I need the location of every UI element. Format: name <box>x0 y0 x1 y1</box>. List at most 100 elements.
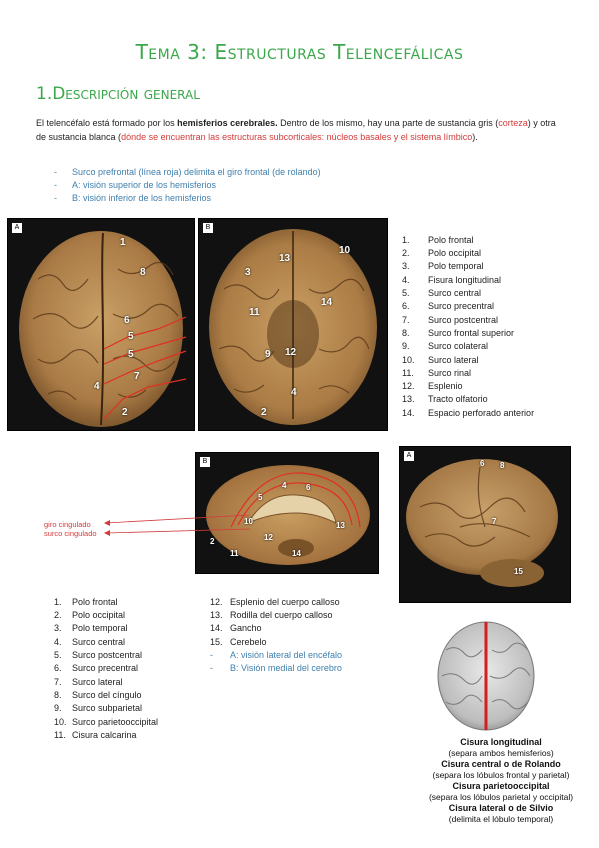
bullet-dash: - <box>54 180 57 190</box>
marker: 4 <box>282 481 287 490</box>
intro-text: Dentro de los mismo, hay una parte de su… <box>277 118 499 128</box>
list-number: 3. <box>402 261 410 271</box>
marker: 11 <box>249 307 260 318</box>
list-item: Polo temporal <box>72 623 128 633</box>
panel-label: A <box>12 223 22 233</box>
caption-subtitle: (separa los lóbulos parietal y occipital… <box>428 792 574 802</box>
marker: 6 <box>480 459 485 468</box>
bullet-item: B: visión inferior de los hemisferios <box>72 193 212 203</box>
brain-inferior-photo: B 13 10 3 11 14 12 9 4 2 <box>198 218 388 431</box>
page-title: Tema 3: Estructuras Telencefálicas <box>135 40 464 64</box>
brain-superior-image <box>19 231 187 427</box>
marker: 4 <box>291 387 297 398</box>
marker: 5 <box>128 331 134 342</box>
list-item: Surco postcentral <box>72 650 143 660</box>
panel-label: B <box>200 457 210 467</box>
list-item: Esplenio <box>428 381 463 391</box>
list-item: Surco parietooccipital <box>72 717 159 727</box>
marker: 4 <box>94 381 100 392</box>
list-number: 11. <box>54 730 66 740</box>
bullet-dash: - <box>54 167 57 177</box>
section-heading: 1.Descripción general <box>36 84 200 104</box>
intro-text: El telencéfalo está formado por los <box>36 118 178 128</box>
list-number: 7. <box>54 677 62 687</box>
list-item: Surco postcentral <box>428 315 499 325</box>
list-number: 13. <box>402 394 415 404</box>
marker: 2 <box>261 407 267 418</box>
caption-title: Cisura parietooccipital <box>452 781 550 791</box>
list-item: Surco precentral <box>72 663 139 673</box>
list-item: Surco subparietal <box>72 703 143 713</box>
list-bullet: B: Visión medial del cerebro <box>230 663 342 673</box>
marker: 15 <box>514 567 523 576</box>
bullet-dash: - <box>54 193 57 203</box>
marker: 12 <box>264 533 273 542</box>
list-item: Surco colateral <box>428 341 489 351</box>
list-item: Surco frontal superior <box>428 328 515 338</box>
panel-label: B <box>203 223 213 233</box>
marker: 6 <box>124 315 130 326</box>
list-number: 9. <box>54 703 62 713</box>
caption-title: Cisura central o de Rolando <box>441 759 561 769</box>
brain-superior-photo: A 1 8 6 5 5 7 4 2 <box>7 218 195 431</box>
marker: 5 <box>258 493 263 502</box>
marker: 12 <box>285 347 297 358</box>
list-number: 5. <box>402 288 410 298</box>
list-item: Surco lateral <box>72 677 123 687</box>
list-number: 3. <box>54 623 62 633</box>
marker: 7 <box>134 371 140 382</box>
annotation-giro: giro cingulado <box>44 520 91 529</box>
list-number: 9. <box>402 341 410 351</box>
marker: 7 <box>492 517 497 526</box>
list-number: 14. <box>402 408 415 418</box>
intro-text: ). <box>472 131 478 142</box>
list-item: Surco lateral <box>428 355 479 365</box>
list-number: 6. <box>54 663 62 673</box>
brain-lateral-photo: A 6 8 7 15 <box>399 446 571 603</box>
list-item: Polo frontal <box>72 597 118 607</box>
list-item: Surco del cíngulo <box>72 690 142 700</box>
caption-block: Cisura longitudinal (separa ambos hemisf… <box>412 737 590 825</box>
intro-text: ) y otra de sustancia blanca ( <box>36 118 556 142</box>
list-item: Polo frontal <box>428 235 474 245</box>
brain-top-image <box>437 621 535 731</box>
annotation-arrows <box>104 514 251 536</box>
list-number: 8. <box>402 328 410 338</box>
list-item: Surco rinal <box>428 368 472 378</box>
marker: 3 <box>245 267 251 278</box>
intro-highlight: dónde se encuentran las estructuras subc… <box>121 131 473 142</box>
brain-inferior-image <box>209 229 377 425</box>
marker: 1 <box>120 237 126 248</box>
list-item: Gancho <box>230 623 262 633</box>
caption-subtitle: (separa ambos hemisferios) <box>448 748 554 758</box>
brain-medial-photo: B 13 12 10 11 2 14 5 4 6 <box>195 452 379 574</box>
list-item: Polo occipital <box>428 248 482 258</box>
list-item: Esplenio del cuerpo calloso <box>230 597 340 607</box>
list-number: 10. <box>54 717 67 727</box>
list-number: 10. <box>402 355 415 365</box>
list-item: Fisura longitudinal <box>428 275 502 285</box>
intro-paragraph: El telencéfalo está formado por los hemi… <box>36 117 566 144</box>
brain-lateral-image <box>406 459 558 587</box>
list-number: 4. <box>402 275 410 285</box>
list-number: 12. <box>402 381 415 391</box>
brain-top-illustration <box>426 620 546 732</box>
list-number: 1. <box>54 597 62 607</box>
marker: 13 <box>336 521 345 530</box>
list-number: 14. <box>210 623 223 633</box>
marker: 9 <box>265 349 271 360</box>
list-bullet: A: visión lateral del encéfalo <box>230 650 343 660</box>
list-item: Polo temporal <box>428 261 484 271</box>
brain-medial-image <box>206 465 370 565</box>
list-number: 1. <box>402 235 410 245</box>
marker: 6 <box>306 483 311 492</box>
list-item: Surco central <box>72 637 126 647</box>
marker: 11 <box>230 549 239 558</box>
caption-subtitle: (separa los lóbulos frontal y parietal) <box>432 770 570 780</box>
list-item: Surco central <box>428 288 482 298</box>
list-number: 12. <box>210 597 223 607</box>
marker: 10 <box>339 245 351 256</box>
list-number: 2. <box>54 610 62 620</box>
marker: 13 <box>279 253 291 264</box>
list-number: 2. <box>402 248 410 258</box>
